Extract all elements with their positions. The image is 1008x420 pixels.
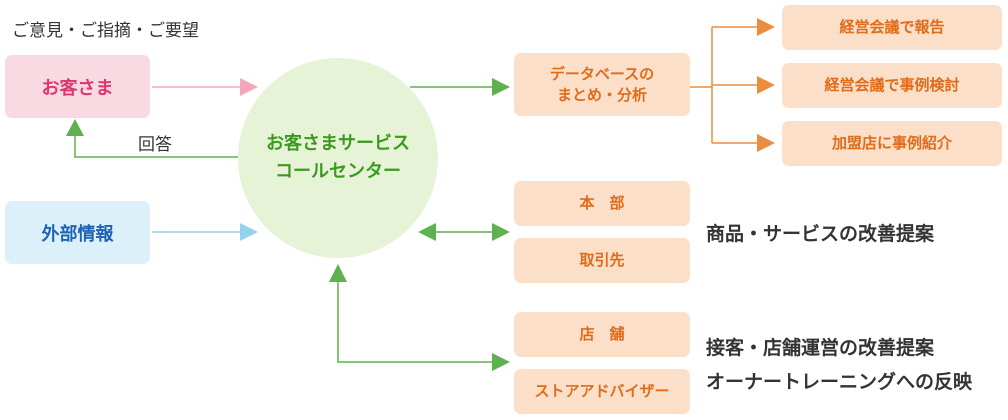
report-3-arrowhead — [757, 134, 775, 152]
report-box-3: 加盟店に事例紹介 — [782, 121, 1002, 166]
database-line-2: まとめ・分析 — [556, 85, 647, 104]
headquarters-label: 本 部 — [579, 194, 625, 213]
answer-arrowhead — [66, 119, 84, 136]
report-2-arrowhead — [757, 76, 775, 94]
report-label-2: 経営会議で事例検討 — [824, 76, 960, 95]
external-info-label: 外部情報 — [41, 223, 114, 245]
store-improvement-line-1: 接客・店舗運営の改善提案 — [706, 337, 935, 359]
call-center-circle: お客さまサービス コールセンター — [238, 58, 438, 258]
store-advisor-box: ストアアドバイザー — [514, 369, 690, 414]
report-1-arrowhead — [757, 18, 775, 36]
store-arrowhead-right — [492, 353, 510, 371]
store-to-center-line — [337, 278, 494, 363]
center-to-database-arrowhead — [492, 78, 510, 96]
report-label-1: 経営会議で報告 — [839, 18, 945, 37]
report-box-2: 経営会議で事例検討 — [782, 63, 1002, 108]
report-box-1: 経営会議で報告 — [782, 5, 1002, 50]
double-arrowhead-left — [418, 223, 436, 241]
double-arrowhead-right — [492, 223, 510, 241]
store-improvement-line-2: オーナートレーニングへの反映 — [706, 371, 973, 393]
call-center-line-1: お客さまサービス — [266, 133, 410, 155]
product-improvement-label: 商品・サービスの改善提案 — [706, 223, 935, 245]
customer-box: お客さま — [5, 55, 150, 118]
answer-label: 回答 — [138, 135, 172, 155]
call-center-line-2: コールセンター — [275, 161, 401, 182]
database-box: データベースの まとめ・分析 — [514, 53, 690, 116]
store-label: 店 舗 — [579, 325, 625, 344]
store-advisor-label: ストアアドバイザー — [534, 382, 670, 401]
headquarters-box: 本 部 — [514, 181, 690, 226]
report-label-3: 加盟店に事例紹介 — [831, 134, 952, 153]
suppliers-box: 取引先 — [514, 238, 690, 283]
store-to-center-arrowhead-up — [329, 264, 347, 282]
customer-to-center-arrowhead — [240, 78, 258, 96]
external-to-center-arrowhead — [240, 223, 258, 241]
feedback-label: ご意見・ご指摘・ご要望 — [12, 21, 199, 41]
external-info-box: 外部情報 — [5, 201, 150, 264]
database-line-1: データベースの — [549, 65, 655, 84]
store-box: 店 舗 — [514, 312, 690, 357]
answer-arrow — [74, 132, 238, 158]
suppliers-label: 取引先 — [579, 251, 625, 270]
customer-label: お客さま — [41, 77, 114, 99]
